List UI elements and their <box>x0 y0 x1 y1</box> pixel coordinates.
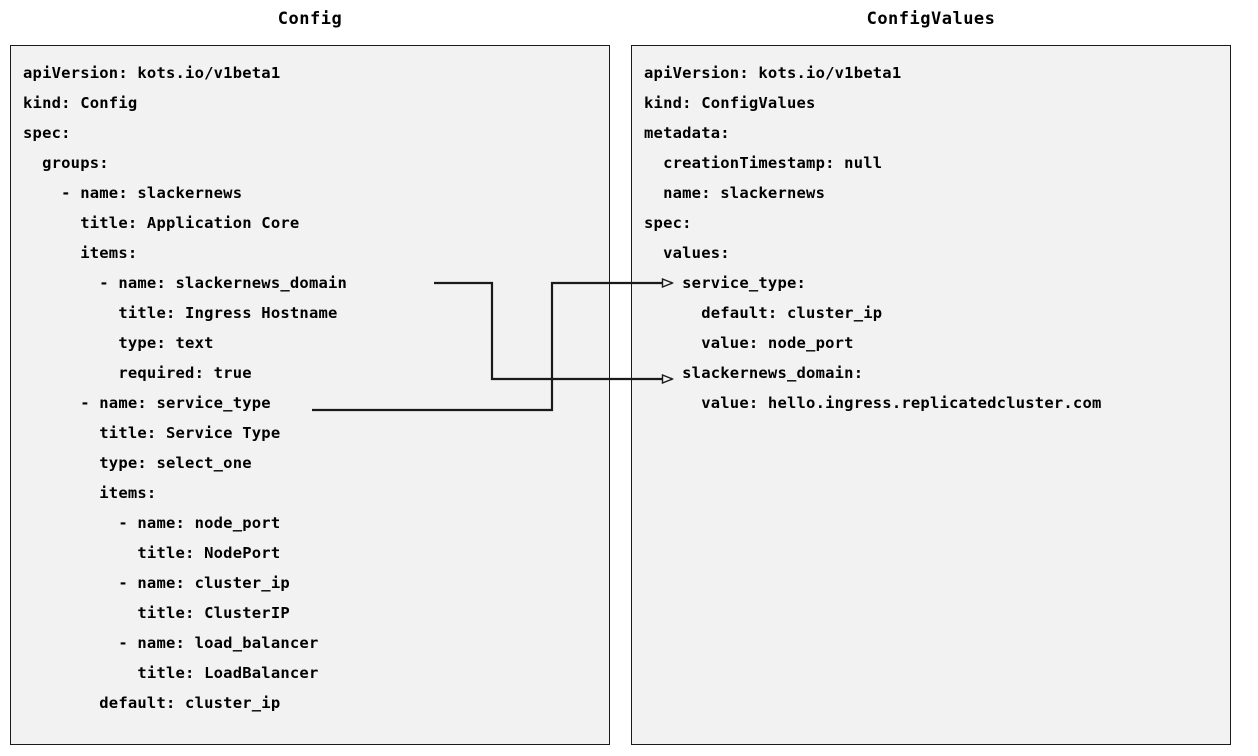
code-line: creationTimestamp: null <box>644 154 883 172</box>
code-line: items: <box>23 244 138 262</box>
code-line: value: hello.ingress.replicatedcluster.c… <box>644 394 1102 412</box>
code-line: title: Application Core <box>23 214 300 232</box>
code-line: title: NodePort <box>23 544 281 562</box>
code-line: apiVersion: kots.io/v1beta1 <box>23 64 281 82</box>
configvalues-panel-title: ConfigValues <box>866 9 996 29</box>
code-line: apiVersion: kots.io/v1beta1 <box>644 64 902 82</box>
code-line: required: true <box>23 364 252 382</box>
code-line: - name: slackernews <box>23 184 243 202</box>
code-line: default: cluster_ip <box>23 694 281 712</box>
code-line: title: Ingress Hostname <box>23 304 338 322</box>
code-line: kind: Config <box>23 94 138 112</box>
code-line: values: <box>644 244 730 262</box>
code-line: - name: load_balancer <box>23 634 319 652</box>
code-line: - name: slackernews_domain <box>23 274 348 292</box>
config-panel: apiVersion: kots.io/v1beta1 kind: Config s… <box>10 45 610 745</box>
code-line: type: select_one <box>23 454 252 472</box>
code-line: name: slackernews <box>644 184 826 202</box>
code-line: metadata: <box>644 124 730 142</box>
configvalues-panel: apiVersion: kots.io/v1beta1 kind: ConfigV… <box>631 45 1231 745</box>
code-line: items: <box>23 484 157 502</box>
code-line: - name: service_type <box>23 394 271 412</box>
code-line: title: Service Type <box>23 424 281 442</box>
code-line: default: cluster_ip <box>644 304 883 322</box>
code-line: type: text <box>23 334 214 352</box>
code-line: spec: <box>644 214 692 232</box>
code-line: value: node_port <box>644 334 854 352</box>
code-line: title: LoadBalancer <box>23 664 319 682</box>
code-line: - name: node_port <box>23 514 281 532</box>
config-panel-title: Config <box>277 9 343 29</box>
code-line: groups: <box>23 154 109 172</box>
code-line: title: ClusterIP <box>23 604 290 622</box>
configvalues-yaml-block: apiVersion: kots.io/v1beta1 kind: ConfigV… <box>632 46 1102 418</box>
code-line: service_type: <box>644 274 807 292</box>
code-line: kind: ConfigValues <box>644 94 816 112</box>
code-line: - name: cluster_ip <box>23 574 290 592</box>
code-line: spec: <box>23 124 71 142</box>
config-yaml-block: apiVersion: kots.io/v1beta1 kind: Config s… <box>11 46 347 718</box>
code-line: slackernews_domain: <box>644 364 864 382</box>
